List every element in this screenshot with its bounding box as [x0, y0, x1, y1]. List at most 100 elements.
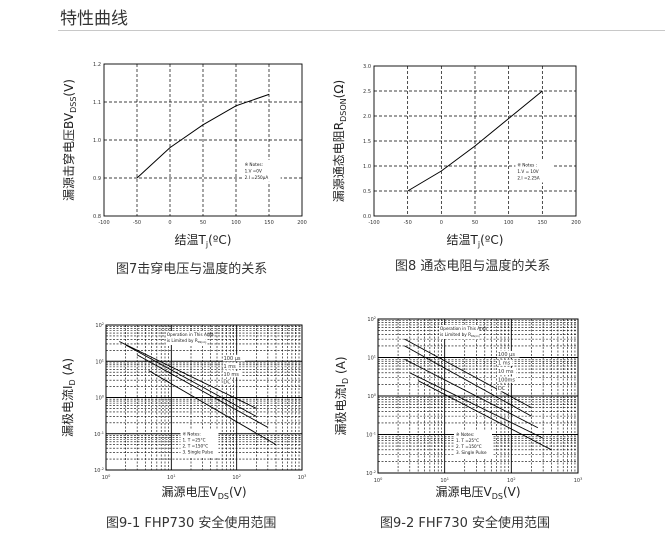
note-text: 1. T =25°C — [182, 437, 205, 442]
y-tick-label: 2.0 — [363, 114, 371, 120]
y-tick-label: 1.0 — [363, 164, 371, 170]
y-tick-label: 0.0 — [363, 214, 371, 220]
y-tick-label: 1.0 — [93, 138, 101, 144]
x-axis-title: 结温Tj(ºC) — [447, 233, 504, 249]
section-title: 特性曲线 — [60, 9, 128, 29]
y-tick-label: 10-2 — [94, 467, 104, 474]
series-label-box — [497, 367, 516, 375]
series-label-box — [222, 354, 245, 362]
series-label: 100 μs — [224, 356, 241, 362]
note-text: 1.V = 10V — [517, 169, 538, 174]
y-tick-label: 10-2 — [366, 470, 376, 477]
y-axis-title: 漏极电流ID (A) — [334, 356, 350, 435]
note-text: 1. T =25°C — [456, 438, 479, 443]
x-tick-label: 100 — [504, 220, 514, 226]
y-tick-label: 102 — [95, 322, 104, 329]
series-label: 100ms — [498, 377, 515, 383]
y-tick-label: 0.5 — [363, 189, 371, 195]
fig8-caption: 图8 通态电阻与温度的关系 — [395, 259, 551, 274]
note-text: 2. T =150°C — [456, 444, 482, 449]
notes-box — [180, 429, 219, 458]
series-label-box — [497, 376, 516, 383]
x-tick-label: 200 — [297, 220, 307, 226]
x-tick-label: 50 — [200, 220, 206, 226]
x-tick-label: -50 — [404, 220, 412, 226]
series-label-box — [497, 359, 513, 366]
note-text: 2. T =150°C — [182, 443, 208, 448]
y-tick-label: 100 — [95, 395, 104, 402]
x-tick-label: 101 — [440, 477, 449, 484]
soa-line — [417, 380, 552, 451]
y-axis-title: 漏源击穿电压BVDSS(V) — [61, 79, 78, 201]
notes-box — [242, 159, 281, 182]
soa-line — [404, 345, 532, 417]
y-axis-title: 漏极电流ID (A) — [61, 358, 77, 437]
series-label: 1 ms — [224, 364, 237, 370]
series-label: 100 μs — [498, 352, 515, 358]
y-tick-label: 2.5 — [363, 89, 371, 95]
note-text: 1.V =0V — [245, 168, 262, 173]
soa-line — [119, 341, 257, 409]
y-tick-label: 101 — [95, 358, 104, 365]
x-tick-label: 101 — [167, 474, 176, 481]
fig9-1-chart: 100 101 102 103 102 101 100 10-1 10-2 Operation i… — [61, 322, 306, 501]
note-text: ※ Notes: — [456, 432, 474, 437]
notes-box — [515, 160, 554, 183]
series-label: DC — [498, 386, 506, 392]
fig9-2-caption: 图9-2 FHF730 安全使用范围 — [380, 516, 551, 531]
series-label-box — [497, 384, 506, 392]
y-tick-label: 0.8 — [93, 214, 101, 220]
x-tick-label: -100 — [98, 220, 109, 226]
y-tick-label: 101 — [367, 355, 376, 362]
note-text: ※ Notes: — [182, 431, 200, 436]
y-tick-label: 10-1 — [366, 432, 376, 439]
series-line — [407, 90, 543, 192]
plot-frame — [103, 63, 303, 217]
x-tick-label: 103 — [574, 477, 583, 484]
soa-line — [404, 358, 539, 429]
plot-frame — [373, 65, 577, 217]
note-text: ※ Notes: — [245, 162, 263, 167]
series-label: DC — [223, 380, 231, 386]
x-tick-label: 103 — [298, 474, 307, 481]
x-tick-label: 150 — [538, 220, 548, 226]
x-tick-label: 102 — [507, 477, 516, 484]
y-tick-label: 0.9 — [93, 176, 101, 182]
note-text: 2.I =250μA — [245, 175, 269, 180]
x-axis-title: 漏源电压VDS(V) — [435, 485, 520, 501]
area-label-text: is Limited by RDS(on) — [167, 338, 207, 344]
y-tick-label: 10-1 — [94, 431, 104, 438]
area-label-box — [439, 325, 479, 339]
series-line — [136, 93, 270, 179]
soa-line — [125, 344, 257, 417]
y-tick-label: 1.5 — [363, 139, 371, 145]
y-tick-label: 1.1 — [93, 100, 101, 106]
y-axis-title: 漏源通态电阻RDSON(Ω) — [332, 80, 348, 202]
x-tick-label: -100 — [368, 220, 379, 226]
x-tick-label: 150 — [264, 220, 274, 226]
series-label-box — [222, 370, 242, 378]
x-tick-label: 102 — [232, 474, 241, 481]
y-tick-label: 100 — [367, 393, 376, 400]
x-tick-label: 50 — [472, 220, 478, 226]
x-tick-label: -50 — [133, 220, 141, 226]
x-tick-label: 100 — [102, 474, 111, 481]
area-label-text: Operation in This Area — [440, 326, 487, 331]
y-tick-label: 102 — [367, 316, 376, 323]
note-text: ※ Notes : — [517, 163, 537, 168]
x-tick-label: 200 — [571, 220, 581, 226]
area-label-text: is Limited by RDS(on) — [440, 332, 480, 338]
series-label: 1 ms — [498, 360, 511, 366]
area-label-text: Operation in This Area — [167, 332, 214, 337]
soa-line — [404, 338, 532, 408]
y-tick-label: 1.2 — [93, 62, 101, 68]
series-label: 10 ms — [223, 372, 239, 378]
fig9-1-caption: 图9-1 FHP730 安全使用范围 — [106, 516, 277, 531]
soa-line — [148, 370, 277, 446]
notes-box — [454, 429, 492, 458]
note-text: 3. Single Pulse — [456, 450, 487, 455]
x-axis-title: 结温Tj(ºC) — [175, 233, 232, 249]
